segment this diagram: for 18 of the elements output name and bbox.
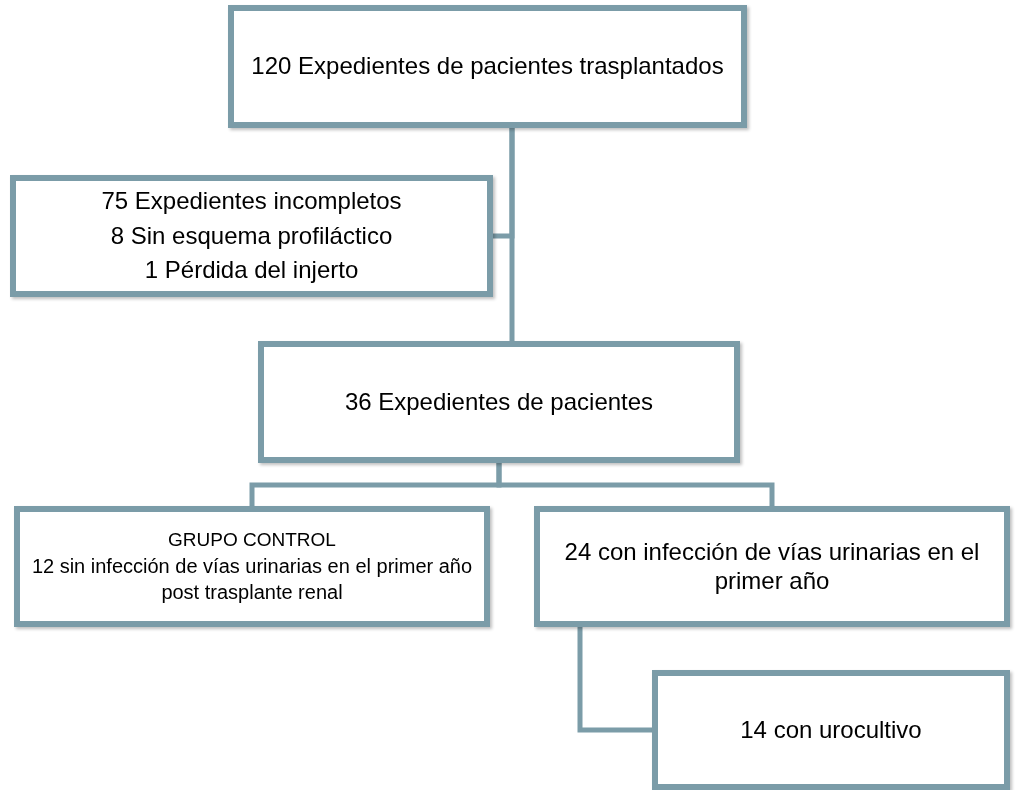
box-text: 12 sin infección de vías urinarias en el primer año post trasplante renal — [30, 553, 474, 605]
top-box — [228, 5, 747, 128]
box-text: 24 con infección de vías urinarias en el primer año — [563, 537, 981, 596]
box-text: 8 Sin esquema profiláctico — [110, 220, 393, 251]
group-box — [534, 506, 1010, 627]
group-box — [14, 506, 490, 627]
connector-line — [509, 128, 515, 341]
box-text: 14 con urocultivo — [740, 715, 922, 745]
connector-line — [577, 627, 652, 733]
connector-line — [496, 463, 775, 506]
box-text: 36 Expedientes de pacientes — [344, 387, 654, 417]
box-text: GRUPO CONTROL — [168, 528, 336, 553]
box-text: 1 Pérdida del injerto — [144, 255, 359, 286]
exclusion-box — [10, 175, 493, 297]
process-box — [258, 341, 740, 463]
box-text: 120 Expedientes de pacientes trasplantados — [251, 52, 724, 81]
result-box — [652, 670, 1010, 790]
box-text: 75 Expedientes incompletos — [101, 185, 402, 216]
